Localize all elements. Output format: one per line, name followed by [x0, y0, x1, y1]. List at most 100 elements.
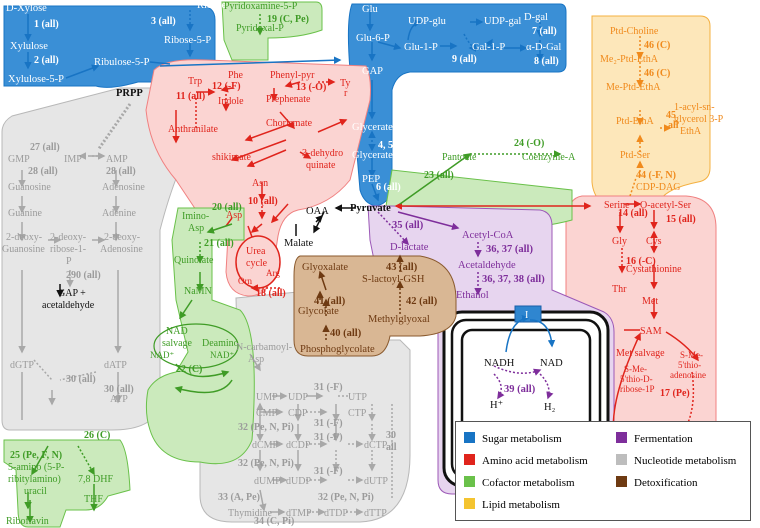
coenzyme-a-label: Coenzyme-A	[522, 152, 576, 163]
ribulose-5p-label: Ribulose-5-P	[94, 57, 150, 68]
fermentation-blue-loop	[505, 314, 556, 353]
smtr-label-2: 5'thio-D-	[620, 374, 653, 384]
legend-label: Cofactor metabolism	[482, 477, 575, 489]
quinolate-label: Quinolate	[174, 255, 214, 266]
dudp-label: dUDP	[286, 476, 311, 487]
serine-label: Serine	[604, 200, 630, 211]
step-28a-label: 28 (all)	[28, 166, 58, 177]
methylglyoxal-label: Methylglyoxal	[368, 314, 430, 325]
cdp-label: CDP	[288, 408, 308, 419]
oaa-label: OAA	[306, 206, 329, 217]
ribityl-label-1: 5-amino (5-P-	[8, 462, 64, 473]
step-25-label: 25 (Pe, F, N)	[10, 450, 62, 461]
legend-swatch	[464, 432, 475, 443]
step-31b-label: 31 (-F)	[314, 418, 343, 429]
glyoxalate-label: Glyoxalate	[302, 262, 348, 273]
glu-6p-label: Glu-6-P	[356, 33, 390, 44]
step-44-label: 44 (-F, N)	[636, 170, 676, 181]
dgtp-label: dGTP	[10, 360, 34, 371]
h2-label: H₂	[544, 402, 556, 413]
step-40-label: 40 (all)	[330, 328, 362, 339]
step-35-label: 35 (all)	[392, 220, 424, 231]
imino-asp-label: Imino-	[182, 211, 209, 222]
step-17-label: 17 (Pe)	[660, 388, 690, 399]
step-3-label: 3 (all)	[151, 16, 176, 27]
step-1-label: 1 (all)	[34, 19, 59, 30]
nad-salvage-label: NAD	[166, 326, 188, 337]
atp-label: ATP	[110, 394, 128, 405]
pep-label: PEP	[362, 174, 380, 185]
cdp-dag-label: CDP-DAG	[636, 182, 680, 193]
cmp-label: CMP	[256, 408, 278, 419]
thf-label: THF	[84, 494, 103, 505]
ribityl-label-3: uracil	[24, 486, 47, 497]
step-363738-label: 36, 37, 38 (all)	[482, 274, 545, 285]
thr-label: Thr	[612, 284, 627, 295]
pantoate-label: Pantoate	[442, 152, 477, 163]
chorismate-label: Chorismate	[266, 118, 313, 129]
nadh-label: NADH	[484, 358, 515, 369]
h-plus-label: H⁺	[490, 400, 503, 411]
glycerate-2p-label: Glycerate-2-P	[352, 150, 411, 161]
nad-plus-label: NAD⁺	[150, 350, 174, 360]
adenine-label: Adenine	[102, 208, 136, 219]
ribose-5p-label: Ribose-5-P	[164, 35, 211, 46]
legend-label: Detoxification	[634, 477, 698, 489]
step-3637-label: 36, 37 (all)	[486, 244, 533, 255]
step-46a-label: 46 (C)	[644, 40, 670, 51]
legend-item-sugar: Sugar metabolism	[464, 432, 562, 446]
legend-label: Sugar metabolism	[482, 433, 562, 445]
s-lactoyl-gsh-label: S-lactoyl-GSH	[362, 274, 425, 285]
me2-ptd-etha-label: Me₂-Ptd-EthA	[600, 54, 659, 65]
thymidine-label: Thymidine	[228, 508, 272, 519]
cofactor-arrows	[24, 14, 562, 524]
tyr-label-1: Ty	[340, 78, 350, 89]
datp-label: dATP	[104, 360, 127, 371]
glycolate-label: Glycolate	[298, 306, 339, 317]
step-30d-label: all	[386, 442, 397, 453]
deoxyribose-label-2: ribose-1-	[50, 244, 86, 255]
step-21-label: 21 (all)	[204, 238, 234, 249]
ptd-ser-label: Ptd-Ser	[620, 150, 651, 161]
deoxyribose-label-3: P	[66, 256, 72, 267]
acyl-label-1: 1-acyl-sn-	[674, 102, 715, 113]
step-6-label: 6 (all)	[376, 182, 401, 193]
namn-label: NaMN	[184, 286, 212, 297]
step-31a-label: 31 (-F)	[314, 382, 343, 393]
detox-arrows	[316, 254, 404, 340]
d-lactate-label: D-lactate	[390, 242, 429, 253]
step-45a-label: 45	[666, 110, 676, 121]
smta-label-3: adenosine	[670, 370, 706, 380]
ribose-label: Ribose	[197, 0, 227, 11]
met-salvage-label: Met salvage	[616, 348, 665, 359]
imino-asp2-label: Asp	[188, 223, 204, 234]
step-34-label: 34 (C, Pi)	[254, 516, 294, 527]
dtdp-label: dTDP	[324, 508, 348, 519]
step-46b-label: 46 (C)	[644, 68, 670, 79]
deoxyribose-label-1: 2-deoxy-	[50, 232, 86, 243]
phe-label: Phe	[228, 70, 244, 81]
smta-label-2: 5'thio-	[678, 360, 701, 370]
step-42-label: 42 (all)	[406, 296, 438, 307]
asp-label: Asp	[226, 210, 242, 221]
legend-label: Nucleotide metabolism	[634, 455, 737, 467]
step-14-label: 14 (all)	[618, 208, 648, 219]
riboflavin-label: Riboflavin	[6, 516, 49, 527]
gap-acetaldehyde-label-1: GAP +	[58, 288, 86, 299]
pyruvate-label: Pyruvate	[350, 203, 391, 214]
step-43-label: 43 (all)	[386, 262, 418, 273]
dcdp-label: dCDP	[286, 440, 311, 451]
glu-1p-label: Glu-1-P	[404, 42, 438, 53]
step-39-label: 39 (all)	[504, 384, 536, 395]
asn-label: Asn	[252, 178, 268, 189]
malate-label: Malate	[284, 238, 313, 249]
legend-item-detox: Detoxification	[616, 476, 698, 490]
prpp-label: PRPP	[116, 88, 143, 99]
gap-acetaldehyde-label-2: acetaldehyde	[42, 300, 95, 311]
smtr-label-1: S-Me-	[624, 364, 647, 374]
glycerate-3p-label: Glycerate-3-P	[352, 122, 411, 133]
dump-label: dUMP	[254, 476, 281, 487]
sugar-arrows	[24, 10, 544, 202]
step-2-label: 2 (all)	[34, 55, 59, 66]
step-32c-label: 32 (Pe, N, Pi)	[318, 492, 374, 503]
